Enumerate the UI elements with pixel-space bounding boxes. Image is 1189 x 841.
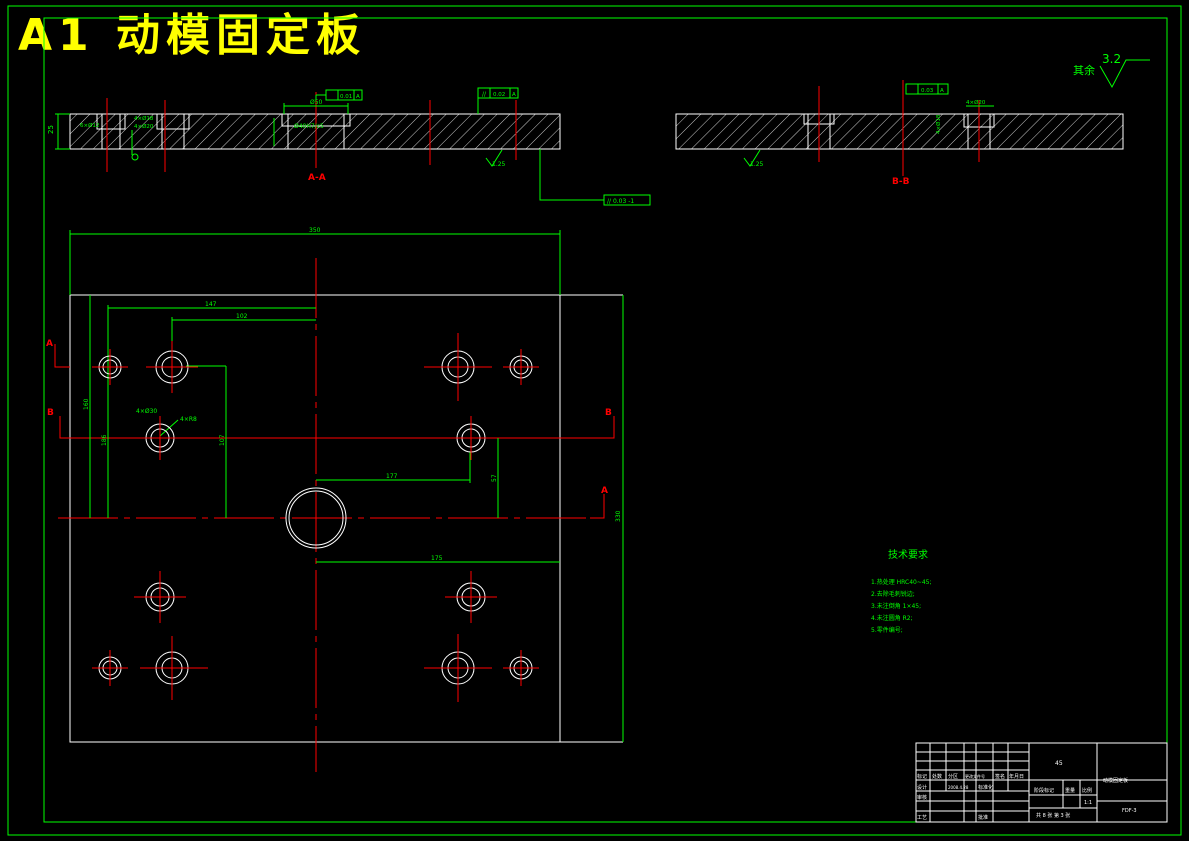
tol-frame-note — [603, 194, 651, 206]
tb-row-check: 审核 — [917, 794, 927, 801]
tol-note: // 0.03 -1 — [607, 198, 634, 205]
section-label-bb: B-B — [892, 177, 910, 187]
cut-b-right: B — [605, 408, 612, 418]
hole — [449, 416, 493, 460]
tech-requirements: 技术要求 1.热处理 HRC40~45; 2.去除毛刺锐边; 3.未注倒角 1×… — [871, 548, 932, 634]
drawing-title: A1 动模固定板 — [18, 10, 366, 61]
tb-row-design: 设计 — [917, 784, 927, 791]
tb-col-mark: 标记 — [917, 773, 927, 780]
dim-bb-small: 4×Ø18 — [935, 114, 942, 134]
cut-a-left: A — [46, 339, 53, 349]
tol-flat-1: 0.01 — [340, 94, 352, 100]
section-aa-view: 25 Ø50 Ø40H7/c5 6×Ø12 4×Ø18 4×Ø20 0.01 A… — [47, 87, 651, 206]
plan-view: A B B A 350 147 102 160 186 107 177 57 1… — [46, 227, 624, 772]
dim-small-b: 4×Ø18 — [134, 115, 154, 122]
dim-160: 160 — [83, 398, 90, 410]
tech-req-item: 1.热处理 HRC40~45; — [871, 578, 932, 586]
dim-phi50: Ø50 — [310, 99, 323, 106]
tb-row-process: 工艺 — [917, 815, 927, 821]
dim-330: 330 — [615, 510, 622, 522]
dim-thickness: 25 — [47, 125, 55, 134]
tol-frame-parallel — [477, 87, 519, 99]
cut-b-left: B — [47, 408, 54, 418]
tb-scale: 1:1 — [1084, 800, 1092, 806]
tech-req-item: 3.未注倒角 1×45; — [871, 602, 921, 610]
tech-req-item: 4.未注圆角 R2; — [871, 614, 913, 622]
tol-datum-2: A — [512, 92, 516, 98]
tb-col-zone: 分区 — [948, 773, 958, 780]
tb-drawing-no: FDF-3 — [1122, 808, 1137, 814]
tb-col-date: 年月日 — [1009, 773, 1024, 780]
tol-datum-3: A — [940, 88, 944, 94]
finish-mark-1: 1.25 — [492, 161, 506, 168]
tb-col-sign: 签名 — [995, 773, 1005, 780]
tol-datum-1: A — [356, 94, 360, 100]
roughness-other-value: 3.2 — [1102, 52, 1121, 66]
dim-186: 186 — [101, 434, 108, 446]
tb-col-count: 处数 — [932, 773, 942, 780]
tb-col-change: 更改文件号 — [965, 773, 985, 779]
dim-small-a: 6×Ø12 — [80, 122, 99, 129]
dim-147: 147 — [205, 301, 217, 308]
center-boss — [285, 487, 347, 549]
dim-bore: Ø40H7/c5 — [294, 123, 324, 130]
hole — [140, 636, 208, 700]
tb-weight: 重量 — [1065, 787, 1075, 794]
tb-ratio: 比例 — [1082, 787, 1092, 794]
hole — [503, 349, 539, 385]
tech-req-item: 5.零件编号; — [871, 626, 903, 634]
dim-four-phi20: 4×Ø20 — [134, 123, 154, 130]
roughness-symbol — [1099, 59, 1150, 89]
hole — [424, 333, 492, 401]
finish-mark-2: 1.25 — [750, 161, 764, 168]
hole — [138, 416, 182, 460]
dim-107: 107 — [219, 434, 226, 446]
tb-row-approve: 批准 — [978, 814, 988, 821]
hole — [134, 571, 186, 623]
dim-177: 177 — [386, 473, 398, 480]
tb-date: 2008.4.28 — [948, 785, 969, 790]
tb-material: 45 — [1055, 760, 1063, 767]
dim-57: 57 — [491, 474, 498, 482]
tol-frame-flat-2 — [905, 83, 949, 95]
hole — [445, 571, 497, 623]
tb-part-name: 动模固定板 — [1103, 777, 1128, 784]
dim-width-top: 350 — [309, 227, 321, 234]
roughness-other-label: 其余 — [1073, 63, 1095, 77]
tol-parallel: 0.02 — [493, 92, 505, 98]
dim-bb-phi20: 4×Ø20 — [966, 99, 986, 106]
section-label-aa: A-A — [308, 173, 326, 183]
dim-hole-b: 4×R8 — [180, 416, 197, 423]
hole — [503, 650, 539, 686]
dim-102: 102 — [236, 313, 248, 320]
section-bb-view: 0.03 A 4×Ø20 4×Ø18 1.25 B-B — [675, 80, 1124, 187]
outer-border — [7, 5, 1182, 836]
tech-req-title: 技术要求 — [888, 548, 928, 561]
tol-flat-2: 0.03 — [921, 88, 934, 94]
dim-hole-a: 4×Ø30 — [136, 408, 157, 415]
tech-req-item: 2.去除毛刺锐边; — [871, 590, 915, 598]
hole — [424, 634, 492, 702]
tol-parallel-symbol: // — [482, 91, 487, 98]
hole — [92, 349, 128, 385]
title-block: 标记 处数 分区 更改文件号 签名 年月日 设计 2008.4.28 标准化 审… — [915, 742, 1168, 823]
tb-stage: 阶段标记 — [1034, 787, 1054, 794]
tb-row-std: 标准化 — [978, 784, 993, 791]
hole — [92, 650, 128, 686]
hole — [146, 341, 198, 393]
dim-175: 175 — [431, 555, 443, 562]
cut-a-right: A — [601, 486, 608, 496]
inner-border — [43, 17, 1168, 823]
tb-sheet: 共 8 张 第 3 张 — [1036, 812, 1070, 819]
